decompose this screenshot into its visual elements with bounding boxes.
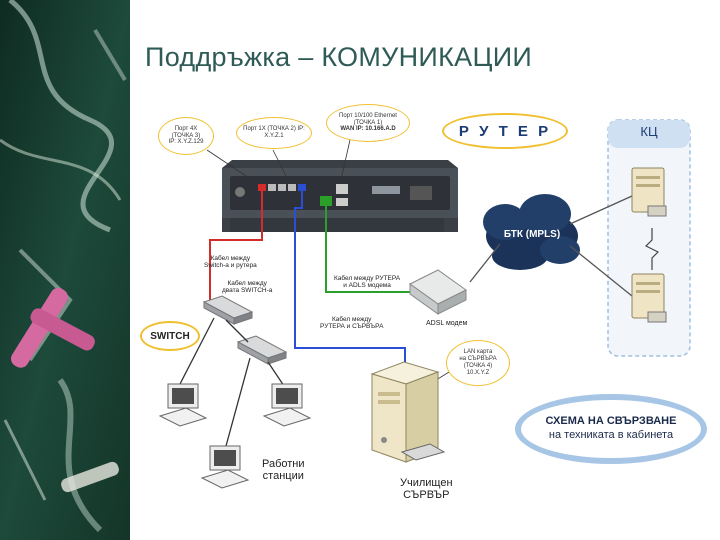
cable-label-router-adsl-line2: и ADLS модема	[343, 282, 391, 290]
callout-port-10100: Порт 10/100 Ethernet (ТОЧКА 1) WAN IP: 1…	[326, 104, 410, 142]
school-server-icon	[370, 361, 446, 463]
callout-port-1x-line2: X.Y.Z.1	[264, 133, 284, 139]
cable-label-router-server: Кабел между РУТЕРА и СЪРВЪРА	[320, 316, 383, 330]
callout-lan-card-line3: (ТОЧКА 4)	[463, 363, 493, 369]
cable-switch-switch	[225, 319, 249, 343]
cable-label-router-adsl-line1: Кабел между РУТЕРА	[334, 275, 401, 282]
callout-port-4x-line2: (ТОЧКА 3)	[171, 132, 201, 139]
schema-label-line2: на техниката в кабинета	[548, 429, 674, 441]
cable-label-switch-router: Кабел между Switch-а и рутера	[204, 255, 257, 269]
callout-port-4x: Порт 4X (ТОЧКА 3) IP: X.Y.Z.129	[158, 117, 214, 155]
callout-port-10100-line2: (ТОЧКА 1)	[353, 119, 383, 126]
callout-port-4x-line1: Порт 4X	[174, 125, 198, 132]
cable-label-router-server-line1: Кабел между	[331, 316, 372, 323]
cable-router-switch	[209, 191, 263, 302]
schema-label-line1: СХЕМА НА СВЪРЗВАНЕ	[545, 415, 677, 428]
callout-port-4x-line3: IP: X.Y.Z.129	[168, 139, 204, 146]
cable-label-switch-router-line2: Switch-а и рутера	[204, 262, 257, 270]
btk-label: БТК (MPLS)	[503, 229, 561, 240]
callout-port-1x-line1: Порт 1X (ТОЧКА 2) IP:	[243, 126, 305, 133]
chalkboard-decoration	[0, 0, 130, 540]
callout-lan-card-line2: на СЪРВЪРА	[459, 356, 497, 363]
kc-header	[608, 120, 690, 148]
kc-server-top-icon	[631, 167, 667, 217]
workstation-2-icon	[262, 383, 312, 427]
adsl-modem-icon	[409, 269, 467, 315]
cable-router-adsl	[325, 206, 410, 293]
workstations-label: Работни станции	[262, 458, 305, 482]
adsl-modem-label: ADSL модем	[426, 320, 468, 327]
chalk-scribbles	[0, 0, 130, 540]
schema-label: СХЕМА НА СВЪРЗВАНЕ на техниката в кабине…	[515, 394, 707, 464]
callout-lan-card: LAN карта на СЪРВЪРА (ТОЧКА 4) 10.X.Y.Z	[446, 340, 510, 386]
router-label: Р У Т Е Р	[442, 113, 568, 149]
kc-server-bottom-icon	[631, 273, 667, 323]
workstation-3-icon	[200, 445, 250, 489]
callout-port-10100-line3: WAN IP: 10.166.A.D	[340, 126, 396, 133]
pink-chalk	[11, 287, 68, 368]
workstations-label-line2: станции	[262, 470, 304, 483]
cable-label-two-switches-line1: Кабел между	[227, 280, 267, 287]
cable-label-two-switches: Кабел между двата SWITCH-a	[222, 280, 272, 294]
link-break-icon	[644, 228, 660, 270]
cable-label-router-server-line2: РУТЕРА и СЪРВЪРА	[320, 323, 384, 331]
page-title: Поддръжка – КОМУНИКАЦИИ	[145, 42, 533, 72]
switch-1-icon	[202, 295, 254, 325]
link-adsl-cloud	[469, 243, 501, 283]
server-label-line2: СЪРВЪР	[403, 489, 450, 502]
workstation-1-icon	[158, 383, 208, 427]
workstations-label-line1: Работни	[262, 458, 305, 470]
cable-router-server	[294, 191, 406, 374]
link-cloud-kc-bottom	[569, 245, 633, 297]
cable-label-two-switches-line2: двата SWITCH-a	[222, 287, 273, 295]
router-icon	[222, 160, 458, 232]
server-label-line1: Училищен	[400, 477, 453, 489]
cable-label-switch-router-line1: Кабел между	[210, 255, 251, 262]
switch-label: SWITCH	[140, 321, 200, 351]
switch-2-icon	[236, 335, 288, 365]
callout-lan-card-line1: LAN карта	[463, 349, 493, 356]
cloud-icon	[483, 194, 580, 270]
callout-lan-card-line4: 10.X.Y.Z	[466, 369, 490, 376]
link-cloud-kc-top	[569, 195, 633, 225]
server-label: Училищен СЪРВЪР	[400, 477, 453, 501]
kc-label: КЦ	[640, 124, 658, 139]
callout-port-10100-line1: Порт 10/100 Ethernet	[339, 112, 397, 119]
callout-port-1x: Порт 1X (ТОЧКА 2) IP: X.Y.Z.1	[236, 117, 312, 149]
cable-label-router-adsl: Кабел между РУТЕРА и ADLS модема	[334, 275, 400, 289]
